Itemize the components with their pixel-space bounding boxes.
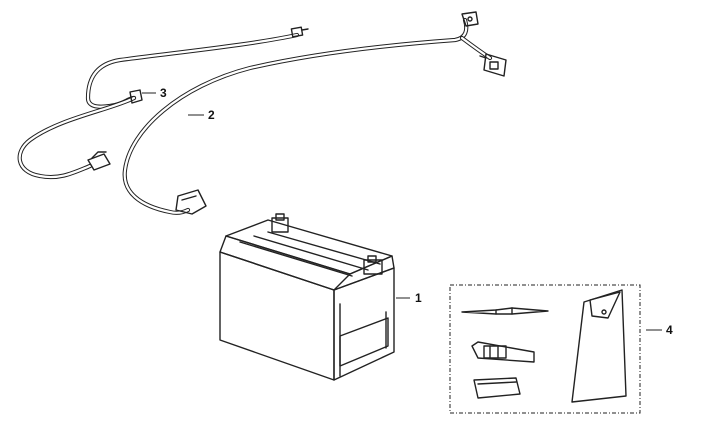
callout-2: 2 [188, 108, 215, 122]
main-cable-bracket [461, 11, 479, 27]
callout-label-tool-kit: 4 [666, 323, 673, 337]
fuse-pack-icon [473, 377, 521, 399]
ground-cable [17, 26, 309, 180]
tool-kit-outline [449, 284, 641, 414]
ground-cable-top-terminal [290, 26, 309, 38]
battery-terminal-positive [363, 255, 383, 275]
callout-4: 4 [646, 323, 673, 337]
tool-pouch-icon [571, 289, 627, 403]
callout-1: 1 [396, 291, 422, 305]
main-cable [122, 11, 507, 215]
callout-label-ground-cable: 3 [160, 86, 167, 100]
tool-kit [449, 284, 641, 414]
ground-cable-connector [87, 151, 111, 171]
callout-3: 3 [142, 86, 167, 100]
callout-label-main-cable: 2 [208, 108, 215, 122]
ground-cable-clip [129, 89, 143, 104]
battery-terminal-negative [271, 213, 289, 233]
socket-wrench-icon [471, 341, 535, 363]
screwdriver-icon [461, 307, 549, 315]
main-cable-connector [479, 53, 507, 77]
battery [219, 213, 395, 381]
callout-label-battery: 1 [415, 291, 422, 305]
main-cable-terminal [175, 189, 207, 215]
